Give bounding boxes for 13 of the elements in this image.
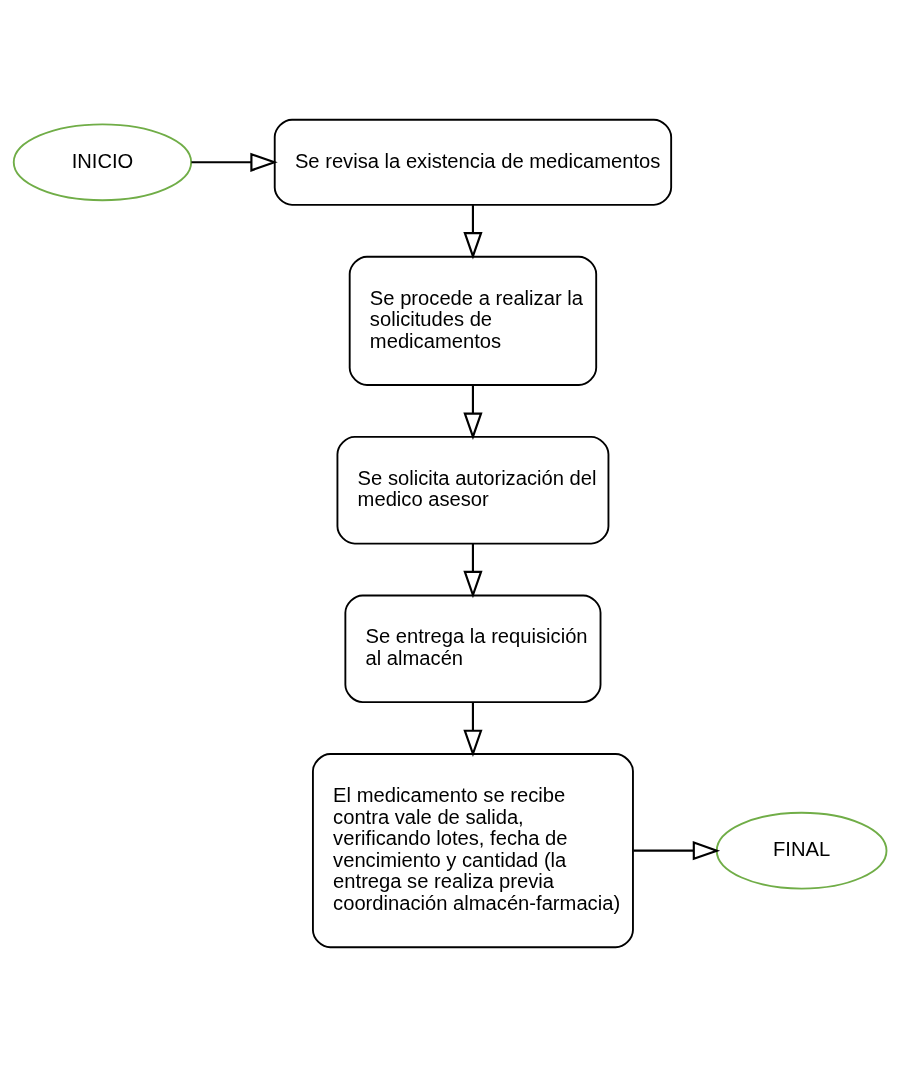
node-box: Se entrega la requisición al almacén <box>344 594 602 703</box>
node-box: Se solicita autorización del medico asesor <box>336 435 610 545</box>
node-ellipse: FINAL <box>715 811 888 890</box>
node-box: Se procede a realizar la solicitudes de medicamentos <box>348 255 598 386</box>
arrow <box>463 702 483 757</box>
arrow <box>463 204 483 259</box>
arrow <box>463 543 483 598</box>
arrow <box>633 840 721 860</box>
arrow <box>191 152 278 172</box>
node-ellipse: INICIO <box>12 122 193 201</box>
node-box: Se revisa la existencia de medicamentos <box>273 118 673 206</box>
node-box: El medicamento se recibe contra vale de salida, verificando lotes, fecha de vencimiento y cantidad (la entrega se realiza previa coordinación almacén-farmacia) <box>312 752 634 948</box>
arrow <box>463 384 483 440</box>
